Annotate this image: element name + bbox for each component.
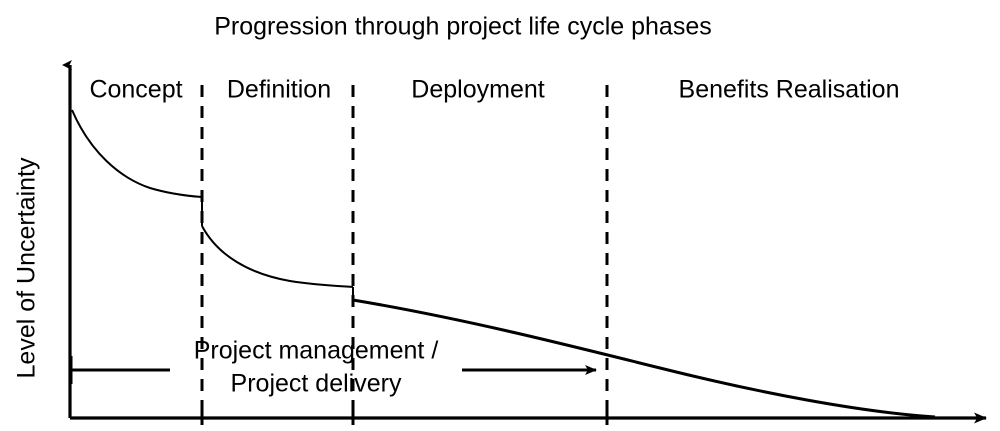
band-label-line-1: Project management / [194,337,439,365]
uncertainty-curve-definition [201,225,354,288]
uncertainty-curve-concept [71,109,203,198]
band-label-line-2: Project delivery [231,370,402,398]
phase-label-deployment: Deployment [411,76,544,104]
phase-label-benefits-realisation: Benefits Realisation [679,76,900,104]
uncertainty-curve-deployment-benefits [352,298,936,419]
y-axis-label: Level of Uncertainty [13,157,41,378]
page-title: Progression through project life cycle p… [214,13,712,41]
phase-label-definition: Definition [227,76,331,104]
phase-label-concept: Concept [89,76,182,104]
